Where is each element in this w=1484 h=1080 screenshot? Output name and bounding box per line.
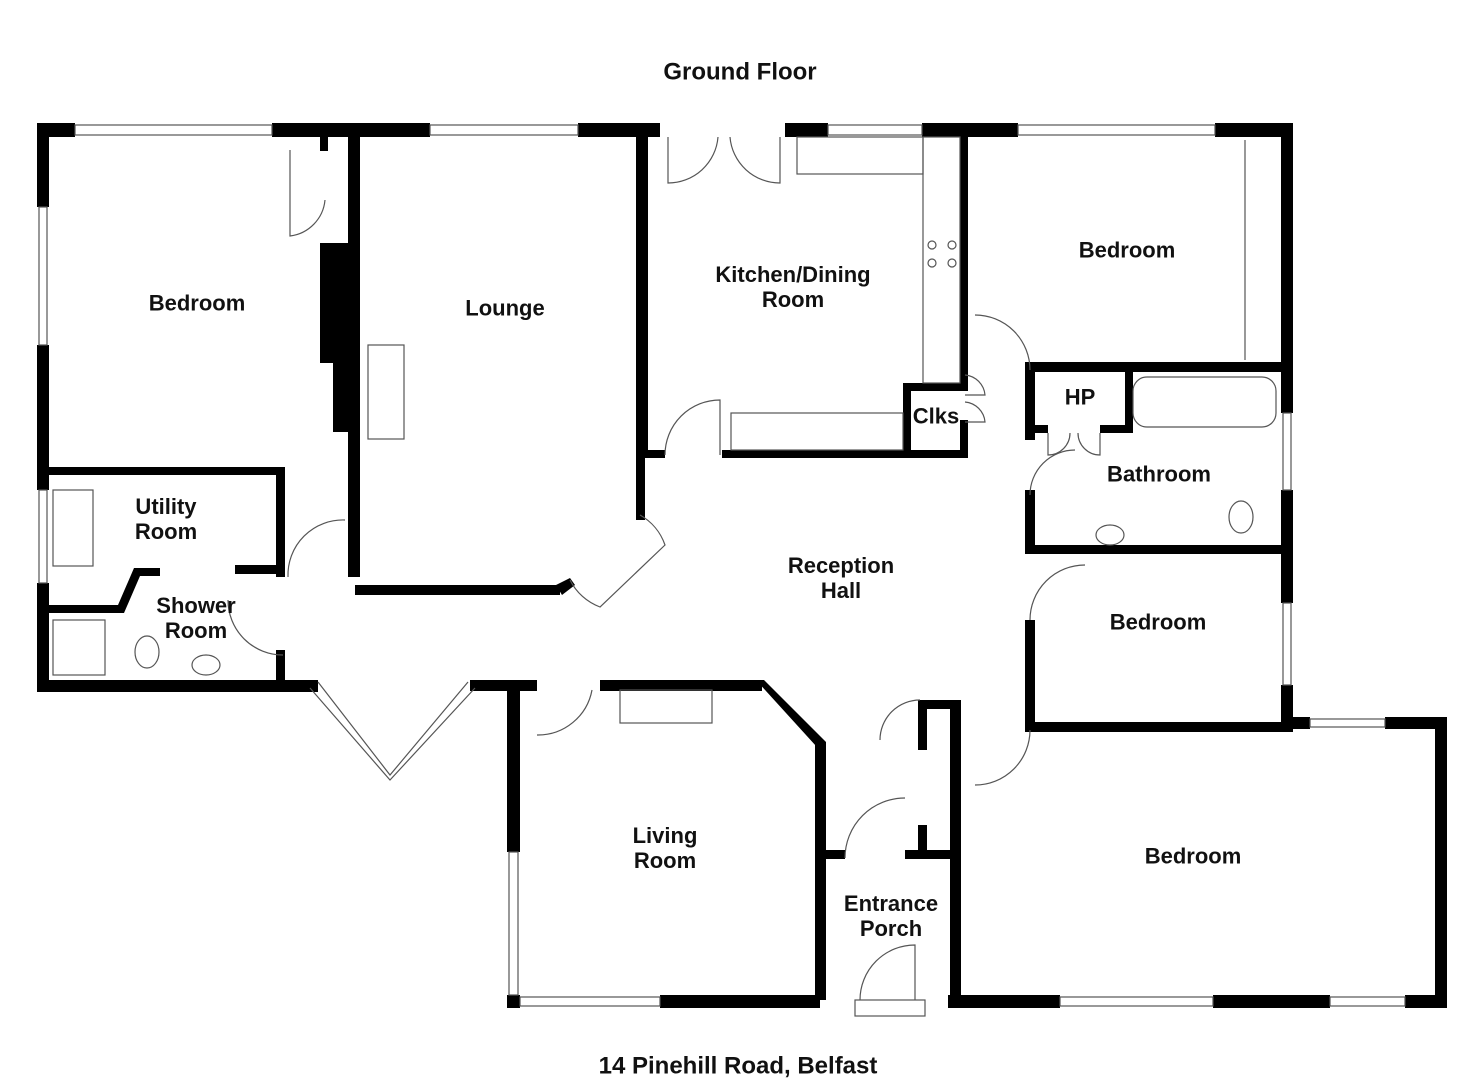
room-label-shower: Shower Room	[156, 593, 236, 643]
room-label-bedroom-3: Bedroom	[1109, 609, 1207, 635]
floor-title: Ground Floor	[663, 58, 817, 86]
windows-and-fixtures	[38, 124, 1406, 1017]
room-label-bedroom-4: Bedroom	[1144, 843, 1242, 869]
room-label-lounge: Lounge	[465, 295, 545, 321]
room-label-clks: Clks	[912, 403, 960, 429]
room-label-bedroom-1: Bedroom	[148, 290, 246, 316]
room-label-hp: HP	[1064, 384, 1096, 410]
walls	[37, 123, 1447, 1008]
room-label-living: Living Room	[632, 823, 698, 873]
room-label-bathroom: Bathroom	[1107, 461, 1211, 487]
room-label-utility: Utility Room	[134, 494, 198, 544]
room-label-reception: Reception Hall	[787, 553, 895, 603]
room-label-porch: Entrance Porch	[843, 891, 939, 941]
room-label-kitchen: Kitchen/Dining Room	[715, 262, 871, 312]
room-label-bedroom-2: Bedroom	[1078, 237, 1176, 263]
address-caption: 14 Pinehill Road, Belfast	[598, 1052, 878, 1080]
